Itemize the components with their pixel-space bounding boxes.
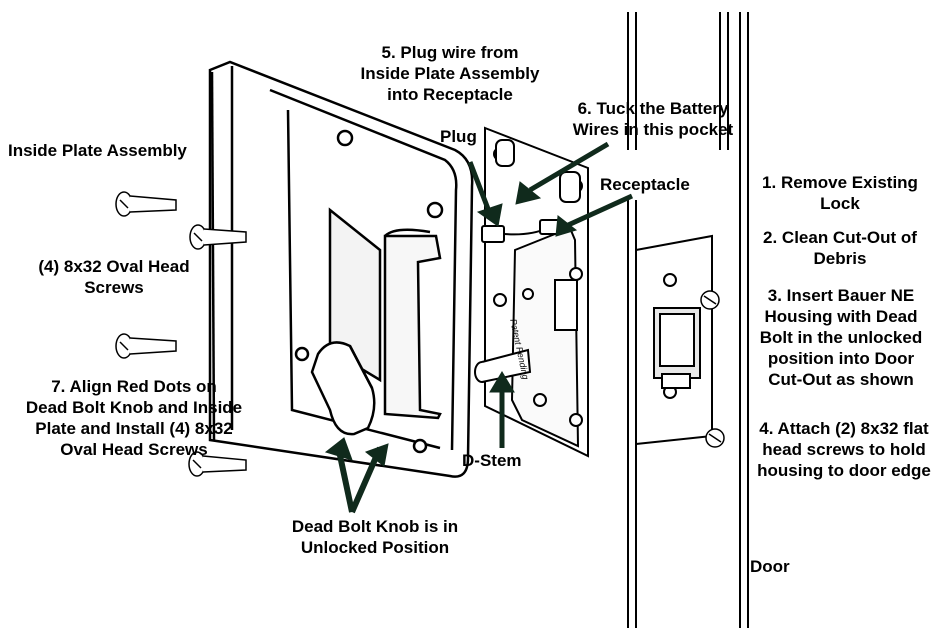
d-stem — [474, 348, 532, 383]
label-step-3: 3. Insert Bauer NE Housing with Dead Bol… — [759, 286, 923, 389]
pointer-arrows — [324, 141, 634, 514]
knob-unlocked-arrows — [324, 437, 389, 514]
plug-arrow — [467, 161, 503, 227]
battery-pocket-arrow — [515, 141, 610, 205]
plug-wire — [481, 219, 561, 243]
label-plug: Plug — [440, 127, 477, 146]
label-receptacle: Receptacle — [600, 175, 690, 194]
inside-plate — [208, 60, 474, 478]
label-step-6: 6. Tuck the Battery Wires in this pocket — [572, 99, 734, 139]
oval-head-screws — [115, 191, 247, 477]
label-step-2: 2. Clean Cut-Out of Debris — [763, 228, 917, 268]
receptacle-arrow — [555, 193, 634, 237]
label-oval-head-screws: (4) 8x32 Oval Head Screws — [38, 257, 190, 297]
label-d-stem: D-Stem — [462, 451, 522, 470]
housing-screws — [700, 290, 725, 448]
door-frame — [627, 12, 749, 628]
label-step-4: 4. Attach (2) 8x32 flat head screws to h… — [757, 419, 931, 480]
label-step-1: 1. Remove Existing Lock — [762, 173, 918, 213]
dead-bolt-knob — [310, 341, 376, 436]
label-step-7: 7. Align Red Dots on Dead Bolt Knob and … — [25, 377, 243, 459]
label-knob-unlocked: Dead Bolt Knob is in Unlocked Position — [291, 517, 459, 557]
label-step-5: 5. Plug wire from Inside Plate Assembly … — [360, 43, 540, 104]
label-inside-plate-assembly: Inside Plate Assembly — [8, 141, 187, 160]
label-door: Door — [750, 557, 790, 576]
d-stem-arrow — [489, 371, 515, 448]
door-edge-housing — [635, 234, 713, 446]
